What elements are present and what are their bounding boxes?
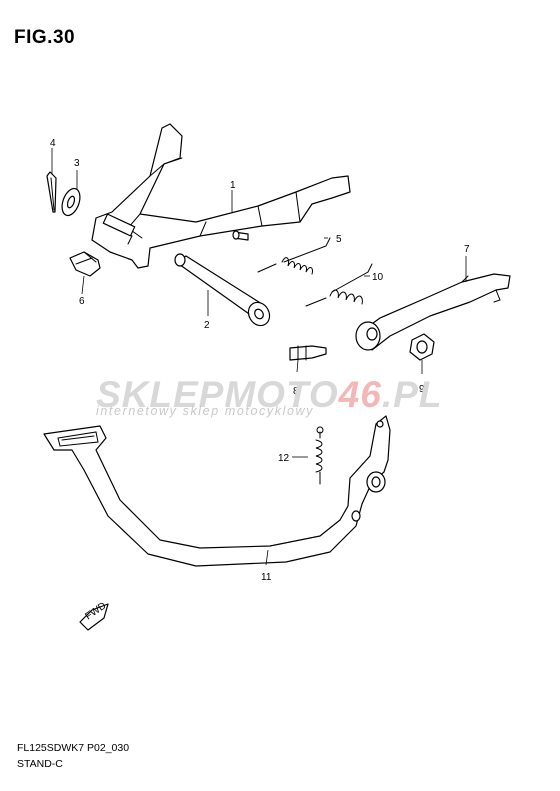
link-arm[interactable] xyxy=(43,415,391,567)
callout-1: 1 xyxy=(230,180,236,191)
callout-7: 7 xyxy=(464,244,470,255)
callout-11: 11 xyxy=(261,572,272,583)
callout-8: 8 xyxy=(293,386,299,397)
side-stand-bolt[interactable] xyxy=(289,345,327,361)
watermark-brand: SKLEPMOTO46.PL xyxy=(96,374,443,415)
stand-bracket-bolt[interactable] xyxy=(69,251,101,277)
callout-5: 5 xyxy=(336,234,342,245)
pivot-shaft[interactable] xyxy=(174,253,274,329)
figure-title: FIG.30 xyxy=(14,27,76,48)
side-stand-nut[interactable] xyxy=(409,333,435,361)
main-stand[interactable] xyxy=(91,123,351,269)
callout-3: 3 xyxy=(74,158,80,169)
callout-9: 9 xyxy=(419,384,425,395)
fwd-arrow-icon: FWD xyxy=(79,600,109,631)
side-stand[interactable] xyxy=(355,273,511,351)
washer[interactable] xyxy=(59,186,84,218)
callout-2: 2 xyxy=(204,320,210,331)
watermark-tagline: internetowy sklep motocyklowy xyxy=(96,404,314,418)
diagram-code: FL125SDWK7 P02_030 xyxy=(17,742,130,754)
callout-6: 6 xyxy=(79,296,85,307)
leader-lines xyxy=(51,148,467,566)
stand-bolt[interactable] xyxy=(232,230,249,241)
callout-12: 12 xyxy=(278,453,290,464)
link-spring[interactable] xyxy=(315,426,324,485)
stand-spring-small[interactable] xyxy=(257,237,331,275)
diagram-name: STAND-C xyxy=(17,758,63,770)
cotter-pin[interactable] xyxy=(46,171,57,213)
callout-4: 4 xyxy=(50,138,56,149)
callout-10: 10 xyxy=(372,272,384,283)
callouts: 4 3 1 5 10 7 8 9 12 11 2 6 xyxy=(50,138,470,583)
stand-spring-large[interactable] xyxy=(305,263,373,307)
